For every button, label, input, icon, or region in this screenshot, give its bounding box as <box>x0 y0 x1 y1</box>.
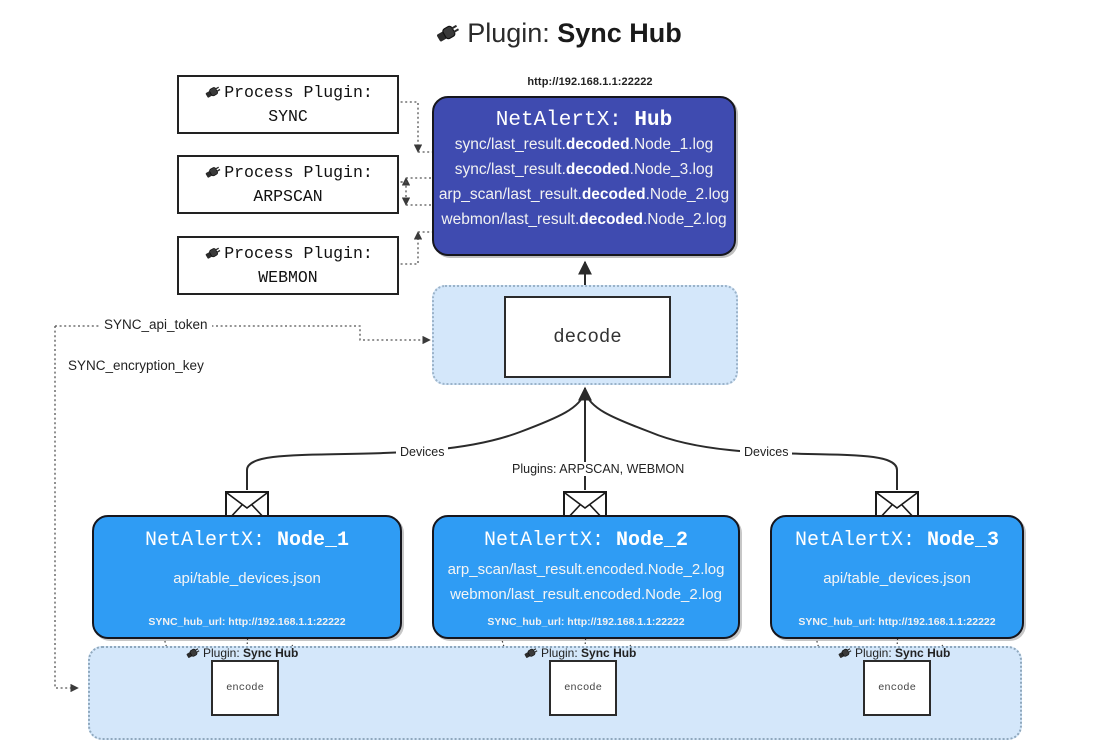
log-post: .Node_2.log <box>642 211 727 228</box>
node-1-line-1: api/table_devices.json <box>173 570 321 587</box>
hub-log-2: sync/last_result.decoded.Node_3.log <box>434 157 734 182</box>
label: Process Plugin: <box>224 244 373 263</box>
node-title-name: Node_1 <box>277 529 350 552</box>
decode-label: decode <box>553 326 622 348</box>
node-3-line-1: api/table_devices.json <box>823 570 971 587</box>
decode-box[interactable]: decode <box>504 296 671 378</box>
encode-box-2[interactable]: encode <box>549 660 617 716</box>
node-1[interactable]: NetAlertX: Node_1 api/table_devices.json… <box>92 515 402 639</box>
log-mid: decoded <box>581 186 646 203</box>
plug-icon <box>185 646 201 663</box>
plug-icon <box>203 164 223 186</box>
hub-title-prefix: NetAlertX: <box>495 109 622 132</box>
plug-icon <box>203 84 223 106</box>
log-post: .Node_3.log <box>629 161 714 178</box>
plugin-name: Sync Hub <box>243 646 299 660</box>
log-mid: decoded <box>565 161 630 178</box>
log-pre: sync/last_result. <box>454 136 566 153</box>
name: SYNC <box>268 107 308 126</box>
plugin-prefix: Plugin: <box>855 646 892 660</box>
log-post: .Node_2.log <box>645 186 730 203</box>
hub-url-label: http://192.168.1.1:22222 <box>527 76 653 88</box>
plugin-name: Sync Hub <box>581 646 637 660</box>
process-plugin-sync[interactable]: Process Plugin: SYNC <box>177 75 399 134</box>
node-title-prefix: NetAlertX: <box>144 529 265 552</box>
encoder-3-plugin-label: Plugin: Sync Hub <box>837 646 950 663</box>
sync-api-token-label: SYNC_api_token <box>100 317 212 332</box>
encode-label: encode <box>564 682 602 694</box>
log-pre: sync/last_result. <box>454 161 566 178</box>
edge-label-devices-left: Devices <box>396 445 449 459</box>
node-2-line-1: arp_scan/last_result.encoded.Node_2.log <box>447 561 725 578</box>
node-2-hub-url: SYNC_hub_url: http://192.168.1.1:22222 <box>487 616 685 628</box>
title-name: Sync Hub <box>557 18 682 48</box>
title-prefix: Plugin: <box>467 18 550 48</box>
encode-box-1[interactable]: encode <box>211 660 279 716</box>
hub-log-1: sync/last_result.decoded.Node_1.log <box>434 132 734 157</box>
node-2-line-2: webmon/last_result.encoded.Node_2.log <box>450 586 722 603</box>
log-mid: decoded <box>579 211 643 228</box>
hub-node[interactable]: NetAlertX: Hub sync/last_result.decoded.… <box>432 96 736 256</box>
node-3[interactable]: NetAlertX: Node_3 api/table_devices.json… <box>770 515 1024 639</box>
edge-label-plugins: Plugins: ARPSCAN, WEBMON <box>508 462 689 476</box>
node-3-title: NetAlertX: Node_3 <box>772 529 1022 552</box>
process-plugin-webmon-text: Process Plugin: WEBMON <box>203 243 373 288</box>
node-title-name: Node_3 <box>927 529 1000 552</box>
process-plugin-arpscan-text: Process Plugin: ARPSCAN <box>203 162 373 207</box>
edge-label-devices-right: Devices <box>740 445 793 459</box>
node-2-title: NetAlertX: Node_2 <box>434 529 738 552</box>
plugin-name: Sync Hub <box>895 646 951 660</box>
hub-title: NetAlertX: Hub <box>434 109 734 132</box>
log-pre: webmon/last_result. <box>441 211 580 228</box>
log-mid: decoded <box>565 136 630 153</box>
node-title-prefix: NetAlertX: <box>483 529 604 552</box>
encode-label: encode <box>226 682 264 694</box>
node-2[interactable]: NetAlertX: Node_2 arp_scan/last_result.e… <box>432 515 740 639</box>
node-3-hub-url: SYNC_hub_url: http://192.168.1.1:22222 <box>798 616 996 628</box>
label: Process Plugin: <box>224 83 373 102</box>
log-pre: arp_scan/last_result. <box>438 186 582 203</box>
name: WEBMON <box>258 268 318 287</box>
encode-box-3[interactable]: encode <box>863 660 931 716</box>
plugin-prefix: Plugin: <box>541 646 578 660</box>
plug-icon <box>203 245 223 267</box>
encode-label: encode <box>878 682 916 694</box>
sync-encryption-key-label: SYNC_encryption_key <box>64 358 208 373</box>
node-1-hub-url: SYNC_hub_url: http://192.168.1.1:22222 <box>148 616 346 628</box>
hub-title-name: Hub <box>634 109 673 132</box>
process-plugin-webmon[interactable]: Process Plugin: WEBMON <box>177 236 399 295</box>
hub-log-3: arp_scan/last_result.decoded.Node_2.log <box>434 182 734 207</box>
label: Process Plugin: <box>224 163 373 182</box>
node-1-title: NetAlertX: Node_1 <box>94 529 400 552</box>
process-plugin-sync-text: Process Plugin: SYNC <box>203 82 373 127</box>
name: ARPSCAN <box>253 187 323 206</box>
plug-icon <box>837 646 853 663</box>
process-plugin-arpscan[interactable]: Process Plugin: ARPSCAN <box>177 155 399 214</box>
encoder-1-plugin-label: Plugin: Sync Hub <box>185 646 298 663</box>
encoder-2-plugin-label: Plugin: Sync Hub <box>523 646 636 663</box>
hub-log-4: webmon/last_result.decoded.Node_2.log <box>434 207 734 232</box>
log-post: .Node_1.log <box>629 136 714 153</box>
node-title-name: Node_2 <box>616 529 689 552</box>
page-title: Plugin: Sync Hub <box>0 18 1117 52</box>
node-title-prefix: NetAlertX: <box>794 529 915 552</box>
plug-icon <box>435 21 461 52</box>
plugin-prefix: Plugin: <box>203 646 240 660</box>
plug-icon <box>523 646 539 663</box>
